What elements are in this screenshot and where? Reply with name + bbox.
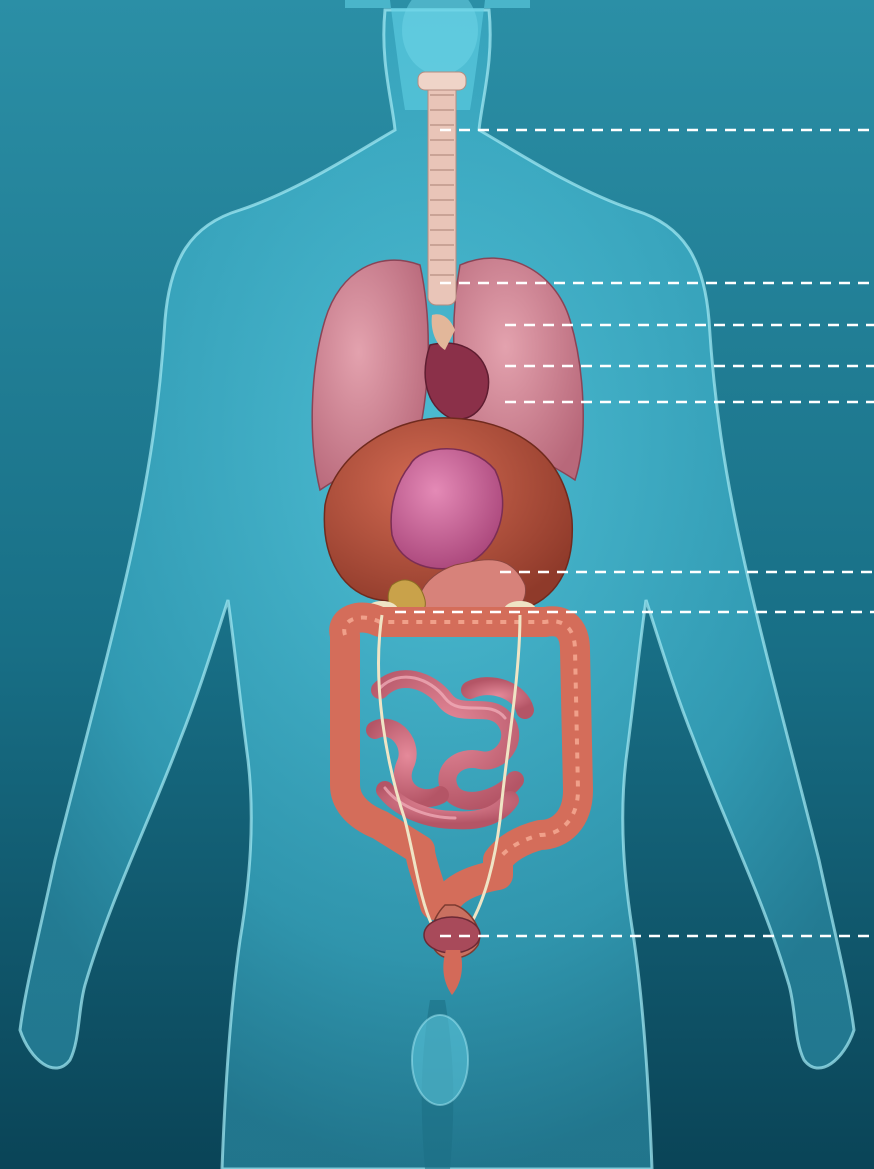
stomach (391, 449, 503, 569)
bladder (424, 917, 480, 953)
groin (412, 1015, 468, 1105)
